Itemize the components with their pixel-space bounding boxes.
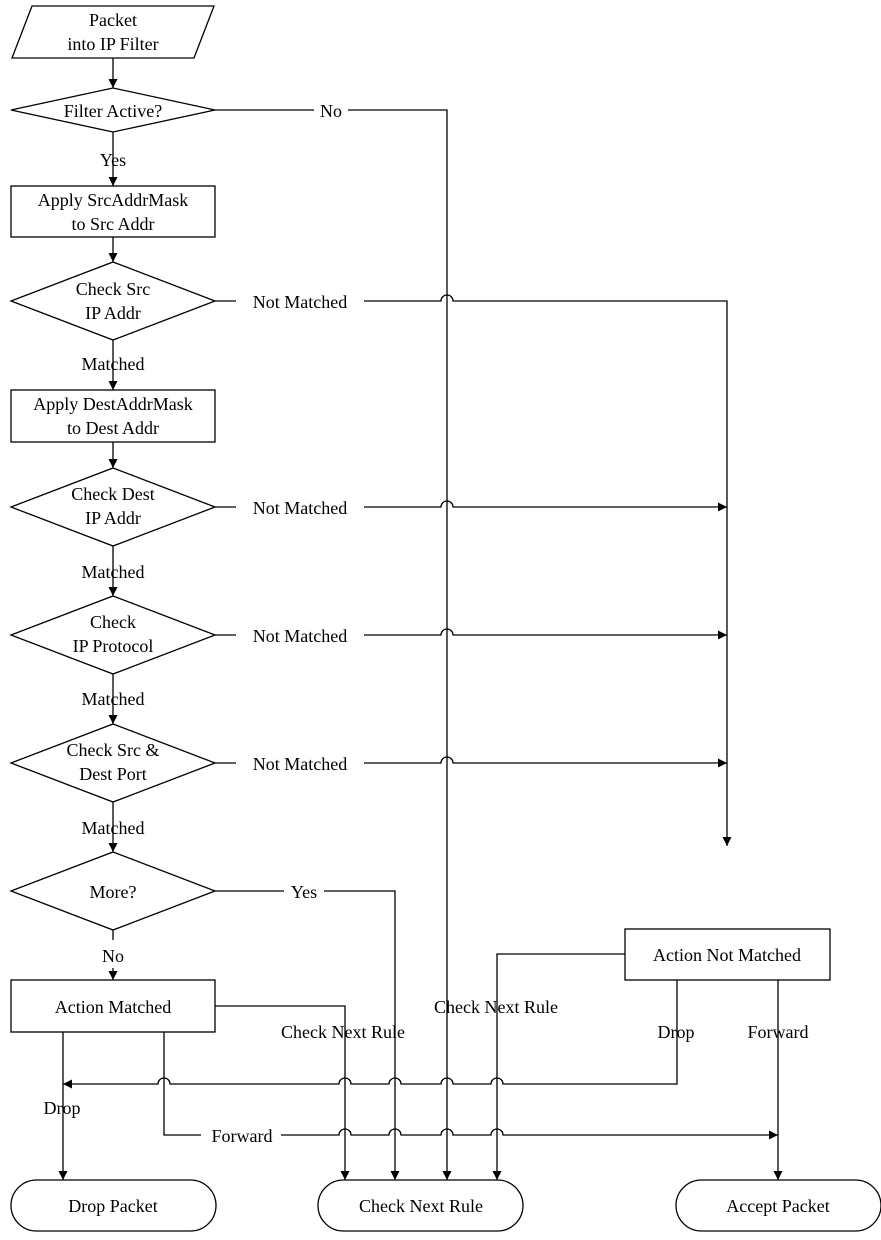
edge-label-ports-not-matched: Not Matched [253, 754, 347, 774]
start-parallelogram [11, 5, 215, 59]
edge-dest-not-matched [215, 500, 727, 512]
edge-proto-not-matched [215, 628, 727, 640]
apply-dest-mask-box [10, 389, 216, 443]
edge-label-am-check-next: Check Next Rule [281, 1022, 405, 1042]
apply-src-mask-label-1: Apply SrcAddrMask [38, 190, 189, 210]
edge-action-matched-next [215, 1005, 350, 1180]
start-label-1: Packet [89, 10, 137, 30]
action-matched-box [10, 979, 216, 1033]
check-next-rule-label: Check Next Rule [359, 1196, 483, 1216]
edge-label-ports-matched: Matched [82, 818, 145, 838]
check-dest-ip-decision [9, 467, 217, 547]
edge-ports-not-matched [215, 756, 727, 768]
action-not-matched-label: Action Not Matched [653, 945, 801, 965]
check-dest-ip-label-2: IP Addr [85, 508, 141, 528]
edge-label-am-drop: Drop [44, 1098, 81, 1118]
drop-packet-label: Drop Packet [68, 1196, 157, 1216]
accept-packet-terminal [675, 1179, 881, 1232]
apply-src-mask-label-2: to Src Addr [72, 214, 155, 234]
action-matched-label: Action Matched [55, 997, 171, 1017]
check-ports-label-1: Check Src & [67, 740, 160, 760]
check-ports-label-2: Dest Port [79, 764, 147, 784]
start-label-2: into IP Filter [67, 34, 158, 54]
edge-label-am-forward: Forward [212, 1126, 273, 1146]
edge-label-anm-drop: Drop [658, 1022, 695, 1042]
edge-action-not-matched-next [492, 953, 625, 1180]
check-protocol-label-2: IP Protocol [73, 636, 154, 656]
check-protocol-label-1: Check [90, 612, 136, 632]
more-label: More? [90, 882, 137, 902]
check-src-ip-label-1: Check Src [76, 279, 150, 299]
check-src-ip-label-2: IP Addr [85, 303, 141, 323]
edge-label-src-matched: Matched [82, 354, 145, 374]
edge-action-not-matched-drop [63, 980, 678, 1089]
check-next-rule-terminal [317, 1179, 524, 1232]
apply-dest-mask-label-2: to Dest Addr [67, 418, 159, 438]
filter-active-label: Filter Active? [64, 101, 162, 121]
accept-packet-label: Accept Packet [726, 1196, 829, 1216]
edge-label-src-not-matched: Not Matched [253, 292, 347, 312]
edge-more-yes [215, 890, 400, 1180]
edge-label-more-yes: Yes [291, 882, 317, 902]
drop-packet-terminal [10, 1179, 217, 1232]
more-decision [9, 851, 217, 931]
edge-label-filter-yes: Yes [100, 150, 126, 170]
edge-label-more-no: No [102, 946, 124, 966]
edge-label-proto-matched: Matched [82, 689, 145, 709]
check-ports-decision [9, 723, 217, 803]
edge-label-anm-check-next: Check Next Rule [434, 997, 558, 1017]
edge-label-filter-no: No [320, 101, 342, 121]
edge-label-anm-forward: Forward [748, 1022, 809, 1042]
edge-src-not-matched [215, 294, 732, 846]
filter-active-decision [10, 87, 216, 133]
apply-src-mask-box [10, 185, 216, 238]
action-not-matched-box [624, 928, 831, 981]
edge-label-proto-not-matched: Not Matched [253, 626, 347, 646]
apply-dest-mask-label-1: Apply DestAddrMask [33, 394, 193, 414]
check-protocol-decision [9, 595, 217, 675]
edge-action-matched-forward [163, 1032, 778, 1140]
edge-label-dest-matched: Matched [82, 562, 145, 582]
check-dest-ip-label-1: Check Dest [71, 484, 154, 504]
edge-filter-no [215, 109, 452, 1180]
check-src-ip-decision [9, 261, 217, 341]
edge-label-dest-not-matched: Not Matched [253, 498, 347, 518]
